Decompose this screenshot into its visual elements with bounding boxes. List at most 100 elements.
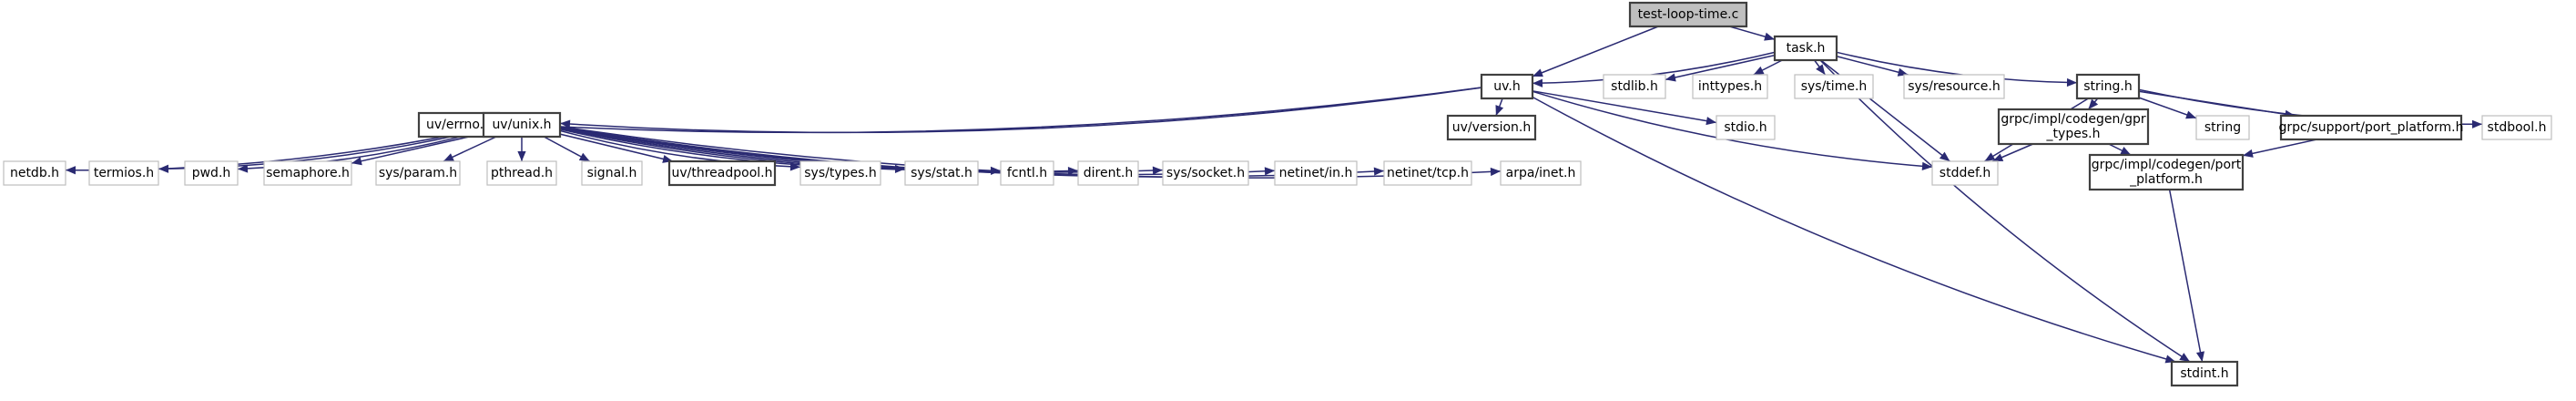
node-label: sys/socket.h [1166,166,1245,180]
node-box[interactable] [1274,160,1358,186]
node-box[interactable] [2088,153,2245,191]
node-box[interactable] [263,160,352,186]
node-box[interactable] [1692,74,1768,99]
node-box[interactable] [1500,160,1582,186]
node-box[interactable] [184,160,239,186]
graph-node-uv-threadpool-h[interactable]: uv/threadpool.h [667,159,777,187]
node-box[interactable] [2279,114,2463,141]
node-box[interactable] [667,159,777,187]
graph-node-stddef-h[interactable]: stddef.h [1931,160,1999,186]
node-box[interactable] [486,160,557,186]
graph-node-sys-time-h[interactable]: sys/time.h [1794,74,1874,99]
node-box[interactable] [1794,74,1874,99]
graph-node-semaphore-h[interactable]: semaphore.h [263,160,352,186]
node-box[interactable] [1162,160,1249,186]
graph-node-inttypes-h[interactable]: inttypes.h [1692,74,1768,99]
node-label: sys/param.h [379,166,457,180]
edge-arrowhead [578,152,590,161]
node-box[interactable] [1603,74,1666,99]
edge-arrowhead [517,151,526,161]
node-box[interactable] [1716,115,1776,140]
edge-arrowhead [2066,77,2077,87]
graph-node-arpa-inet-h[interactable]: arpa/inet.h [1500,160,1582,186]
node-label: fcntl.h [1007,166,1047,180]
node-box[interactable] [1000,160,1054,186]
graph-node-stdio-h[interactable]: stdio.h [1716,115,1776,140]
node-box[interactable] [1997,108,2150,146]
node-label: sys/resource.h [1908,79,2000,94]
graph-node-stdbool-h[interactable]: stdbool.h [2481,115,2552,140]
node-box[interactable] [88,160,159,186]
node-box[interactable] [2170,360,2239,387]
graph-node-sys-stat-h[interactable]: sys/stat.h [904,160,979,186]
node-box[interactable] [1931,160,1999,186]
node-box[interactable] [1773,35,1838,62]
graph-node-netinet-in-h[interactable]: netinet/in.h [1274,160,1358,186]
node-box[interactable] [1383,160,1472,186]
graph-edge [498,87,1482,134]
node-box[interactable] [1446,114,1537,141]
graph-node-stdlib-h[interactable]: stdlib.h [1603,74,1666,99]
node-box[interactable] [799,160,881,186]
node-box[interactable] [1077,160,1139,186]
node-box[interactable] [581,160,643,186]
node-box[interactable] [3,160,66,186]
graph-node-sys-types-h[interactable]: sys/types.h [799,160,881,186]
graph-node-string-h[interactable]: string.h [2075,73,2141,100]
node-box[interactable] [1628,1,1748,28]
graph-node-uv-version-h[interactable]: uv/version.h [1446,114,1537,141]
node-box[interactable] [2481,115,2552,140]
graph-node-stdint-h[interactable]: stdint.h [2170,360,2239,387]
graph-edge [559,87,1482,134]
graph-node-netinet-tcp-h[interactable]: netinet/tcp.h [1383,160,1472,186]
edge-arrowhead [1264,167,1275,176]
graph-node-signal-h[interactable]: signal.h [581,160,643,186]
graph-edge [2108,143,2132,156]
node-box[interactable] [482,111,562,139]
node-label: netinet/tcp.h [1387,166,1469,180]
edge-arrowhead [1764,32,1775,41]
graph-node-uv-unix-h[interactable]: uv/unix.h [482,111,562,139]
graph-node-grpc-impl-codegen-gpr-types-h[interactable]: grpc/impl/codegen/gpr_types.h [1997,108,2150,146]
node-label: arpa/inet.h [1506,166,1576,180]
edge-arrowhead [238,164,249,173]
node-label: inttypes.h [1698,79,1762,94]
node-label: dirent.h [1084,166,1134,180]
graph-node-sys-param-h[interactable]: sys/param.h [375,160,461,186]
graph-node-fcntl-h[interactable]: fcntl.h [1000,160,1054,186]
edge-arrowhead [560,119,571,129]
node-label: grpc/support/port_platform.h [2279,120,2464,135]
node-label: stdio.h [1724,120,1767,135]
node-label: uv.h [1493,79,1520,94]
node-box[interactable] [2075,73,2141,100]
graph-node-string[interactable]: string [2195,115,2250,140]
edge-arrowhead [1373,167,1384,176]
graph-node-termios-h[interactable]: termios.h [88,160,159,186]
graph-node-pwd-h[interactable]: pwd.h [184,160,239,186]
graph-node-sys-resource-h[interactable]: sys/resource.h [1903,74,2005,99]
node-label: uv/unix.h [492,118,551,132]
graph-edge [2168,189,2204,363]
node-box[interactable] [1480,73,1534,100]
graph-node-grpc-support-port-platform-h[interactable]: grpc/support/port_platform.h [2279,114,2464,141]
edge-arrowhead [2179,353,2191,362]
edge-arrowhead [2120,147,2132,155]
node-box[interactable] [1903,74,2005,99]
graph-node-netdb-h[interactable]: netdb.h [3,160,66,186]
graph-node-sys-socket-h[interactable]: sys/socket.h [1162,160,1249,186]
node-box[interactable] [2195,115,2250,140]
graph-node-pthread-h[interactable]: pthread.h [486,160,557,186]
graph-node-test-loop-time-c[interactable]: test-loop-time.c [1628,1,1748,28]
edge-arrowhead [443,153,454,161]
node-box[interactable] [904,160,979,186]
graph-node-grpc-impl-codegen-port-platform-h[interactable]: grpc/impl/codegen/port_platform.h [2088,153,2245,191]
edge-arrowhead [2088,98,2099,109]
node-label: pwd.h [192,166,231,180]
graph-edge [543,136,591,162]
node-box[interactable] [375,160,461,186]
graph-node-dirent-h[interactable]: dirent.h [1077,160,1139,186]
graph-node-uv-h[interactable]: uv.h [1480,73,1534,100]
node-label: stddef.h [1940,166,1991,180]
graph-edge [1992,143,2033,162]
graph-node-task-h[interactable]: task.h [1773,35,1838,62]
